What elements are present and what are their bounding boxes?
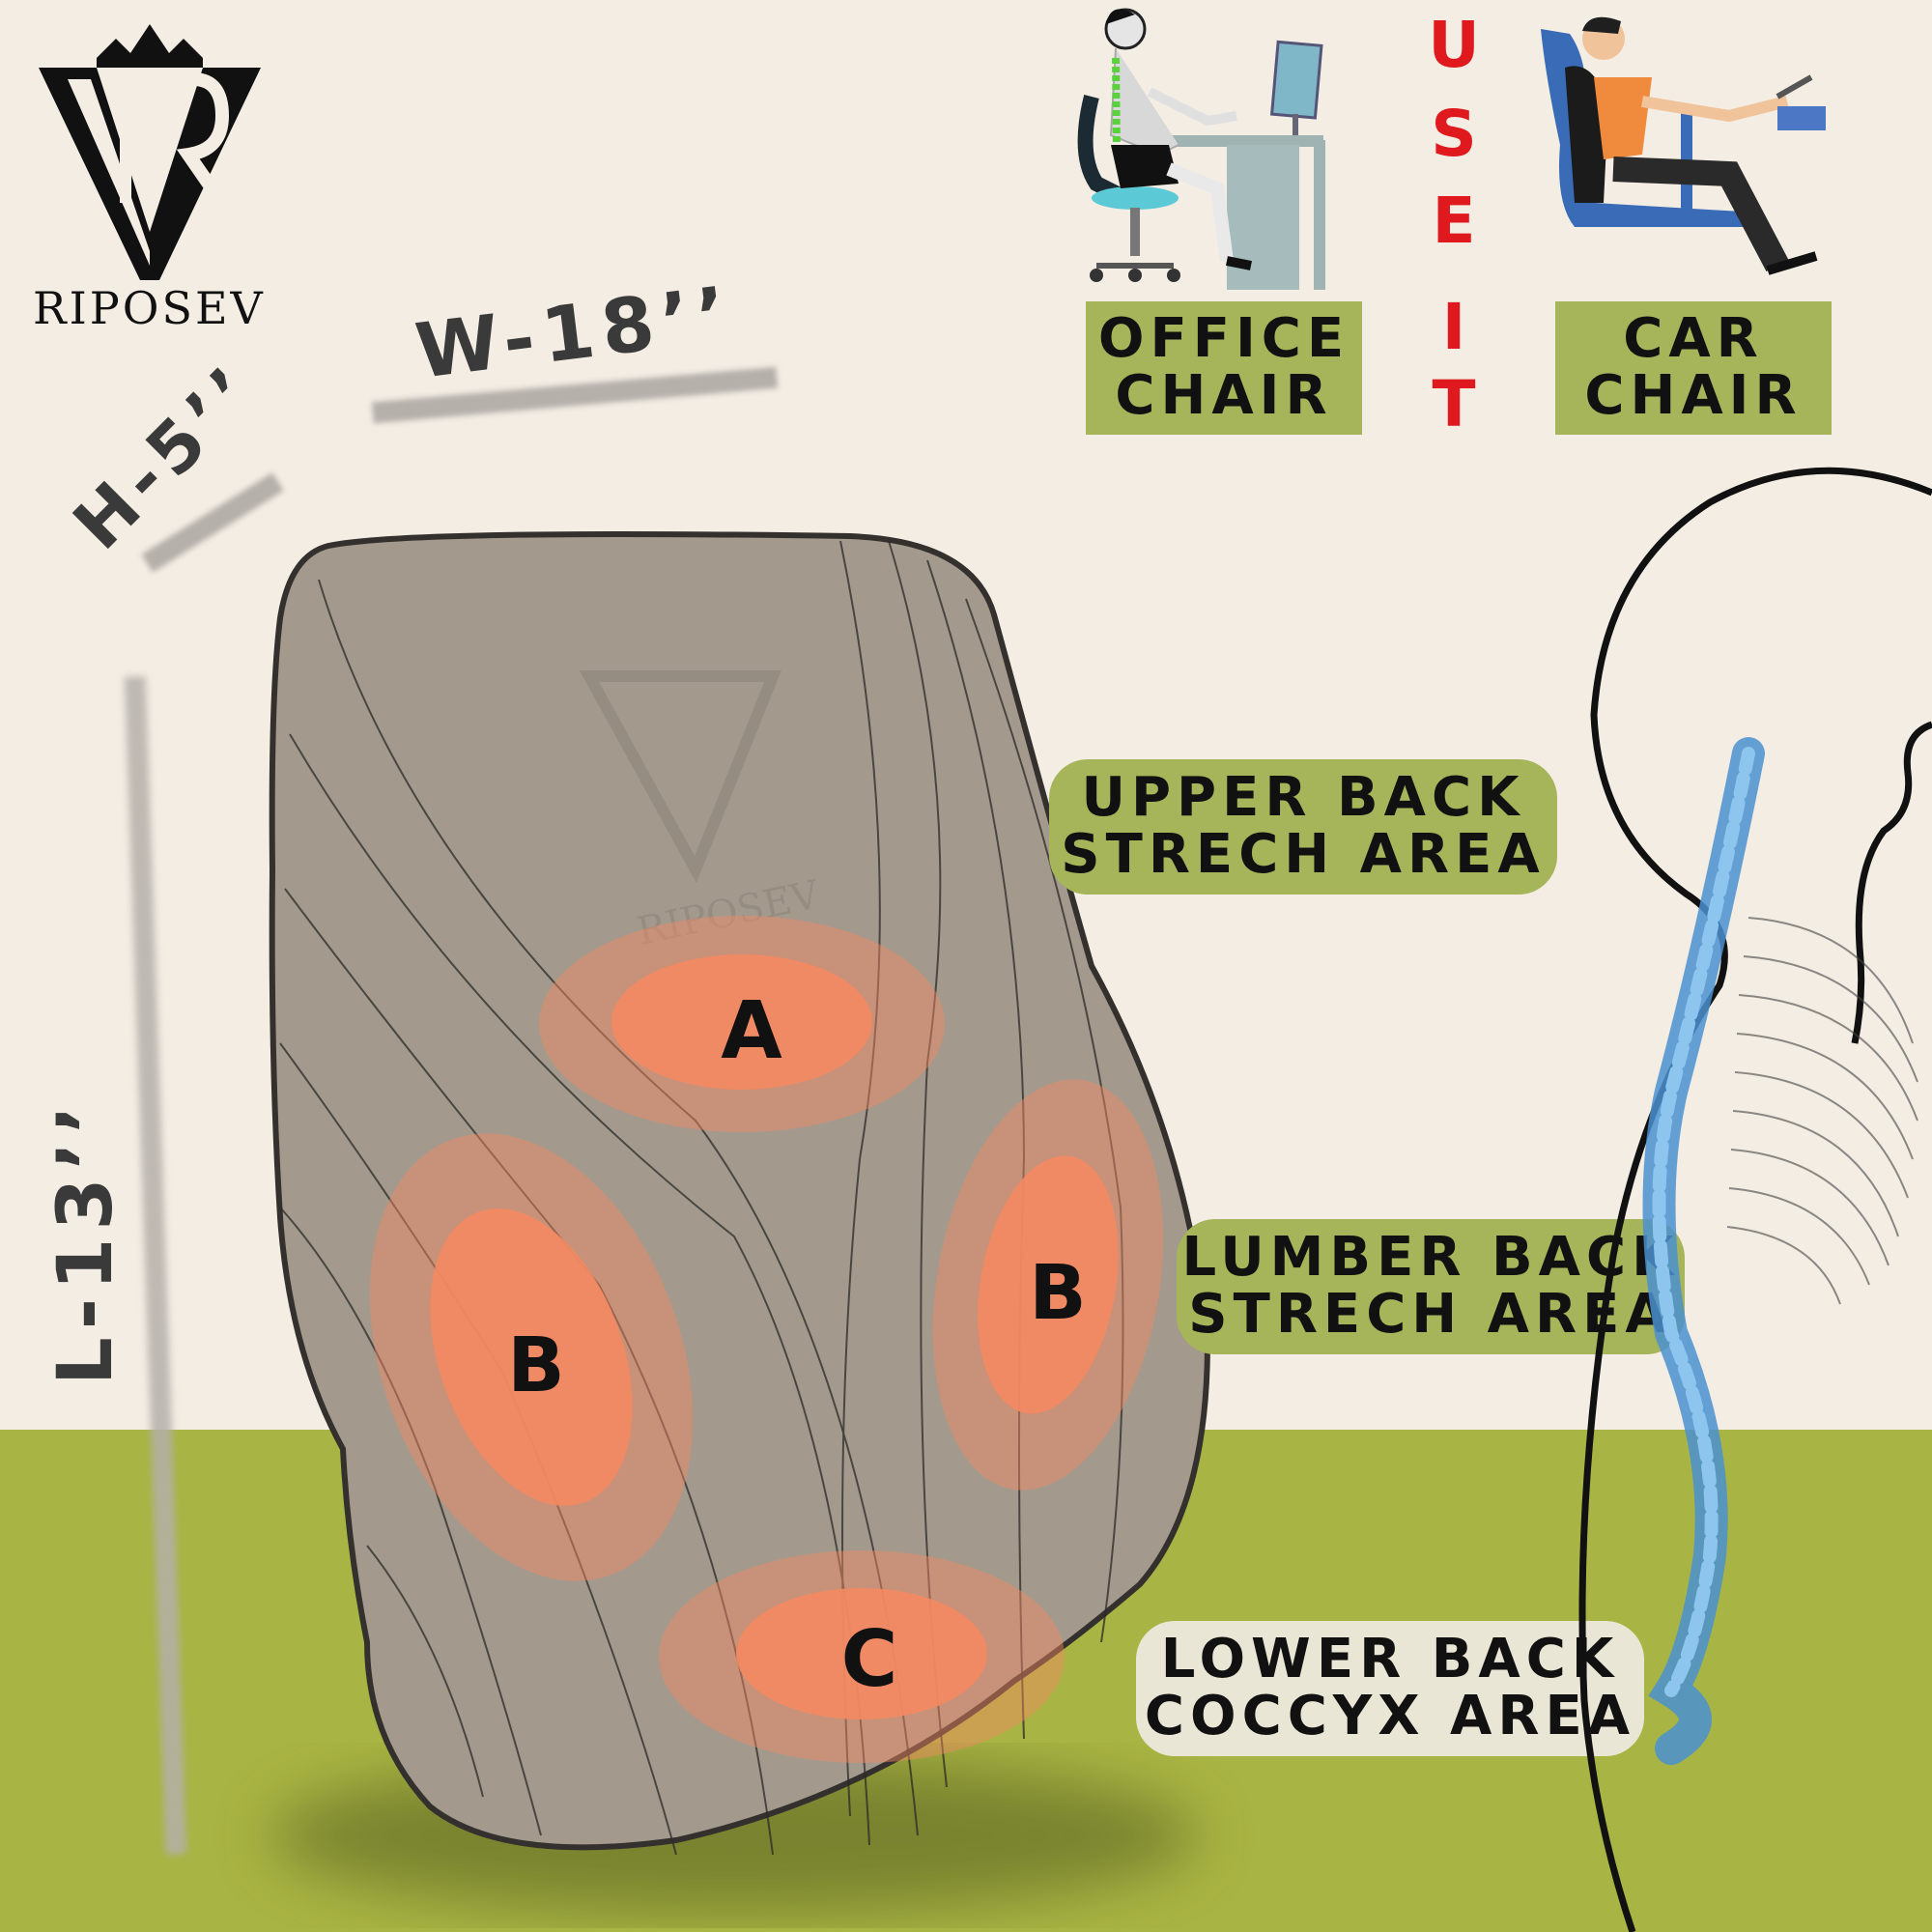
lumber-back-line1: LUMBER BACK <box>1181 1226 1680 1290</box>
human-body-outline <box>1578 467 1932 1932</box>
brand-name: RIPOSEV <box>33 282 266 334</box>
zone-b-left <box>369 1133 694 1581</box>
zone-c <box>659 1550 1065 1763</box>
upper-back-line2: STRECH AREA <box>1061 823 1546 886</box>
zone-a-letter: A <box>721 985 782 1077</box>
lumber-back-line2: STRECH AREA <box>1188 1283 1673 1346</box>
lower-back-label: LOWER BACK COCCYX AREA <box>1136 1621 1644 1756</box>
office-chair-illustration <box>1077 8 1325 290</box>
office-chair-label: OFFICE CHAIR <box>1086 301 1362 435</box>
use-it-letter-i: I <box>1441 290 1466 364</box>
use-it-letter-e: E <box>1432 184 1476 258</box>
use-it-letter-t: T <box>1432 367 1476 441</box>
use-it-letter-s: S <box>1431 97 1477 171</box>
zone-a <box>539 916 945 1132</box>
car-seat-illustration <box>1541 16 1826 275</box>
office-chair-line1: OFFICE <box>1097 307 1350 371</box>
lower-back-line1: LOWER BACK <box>1160 1628 1620 1691</box>
zone-b-left-letter: B <box>507 1322 564 1409</box>
car-chair-line1: CAR <box>1623 307 1764 371</box>
car-chair-line2: CHAIR <box>1584 364 1803 427</box>
zone-b-right <box>932 1079 1164 1491</box>
zone-b-right-letter: B <box>1029 1250 1086 1337</box>
car-chair-label: CAR CHAIR <box>1555 301 1832 435</box>
ribcage-icon <box>1726 917 1918 1305</box>
use-it-letter-u: U <box>1428 8 1480 82</box>
upper-back-label: UPPER BACK STRECH AREA <box>1049 759 1557 895</box>
brand-logo-icon <box>39 24 261 280</box>
lower-back-line2: COCCYX AREA <box>1144 1685 1636 1747</box>
upper-back-line1: UPPER BACK <box>1081 766 1525 830</box>
zone-c-letter: C <box>841 1614 898 1704</box>
office-chair-line2: CHAIR <box>1115 364 1333 427</box>
spine-icon <box>1642 737 1765 1765</box>
